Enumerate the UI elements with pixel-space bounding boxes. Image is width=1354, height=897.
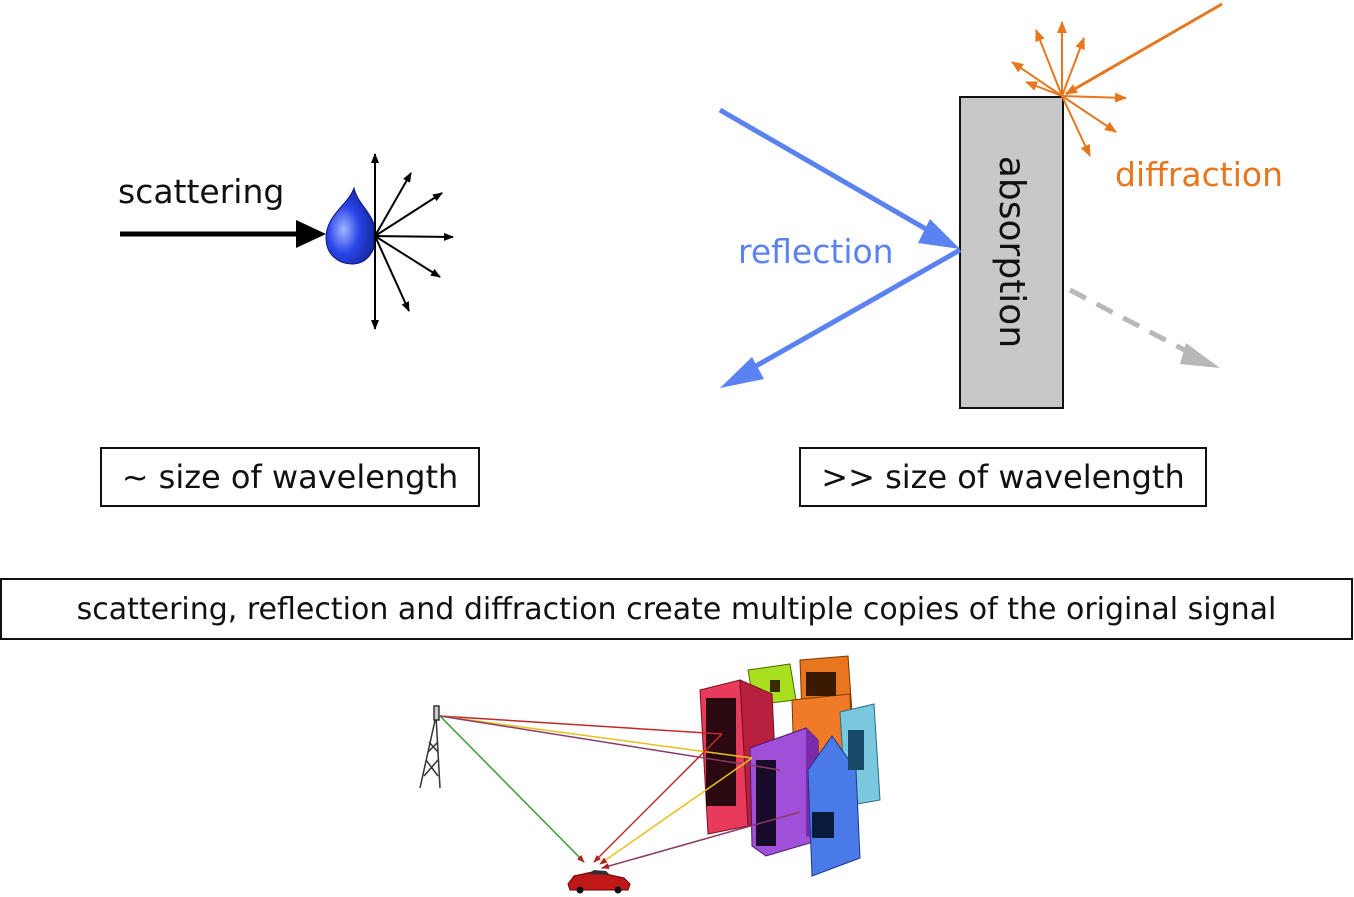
scatter-ray (374, 235, 410, 312)
diffraction-incident-ray (1065, 2, 1223, 96)
diffracted-rays (1011, 21, 1127, 157)
scatter-ray (374, 235, 441, 278)
scatter-ray (374, 172, 412, 237)
reflection-group (718, 2, 1223, 409)
incident-arrow-head (296, 220, 326, 248)
reflection-label: reflection (738, 232, 894, 271)
scattered-rays (371, 153, 454, 330)
transmitter-tower-icon (419, 705, 441, 789)
large-obstacle-caption: >> size of wavelength (799, 447, 1207, 507)
incident-ray-head (918, 219, 960, 249)
city-buildings-icon (699, 655, 881, 877)
absorption-label: absorption (991, 155, 1032, 349)
diffract-ray (1061, 92, 1127, 103)
path-purple-out (439, 715, 781, 771)
diffract-ray (1061, 95, 1091, 157)
diffract-ray (1061, 95, 1117, 133)
path-direct (439, 715, 585, 863)
diffract-ray (1011, 61, 1063, 97)
scatter-ray (374, 192, 443, 237)
absorbing-wall (959, 96, 1064, 409)
scatter-ray (374, 232, 454, 241)
reflected-ray-head (720, 357, 764, 388)
scattering-group (120, 153, 454, 330)
incident-ray (718, 107, 940, 239)
diffract-ray (1035, 29, 1063, 97)
car-receiver-icon (567, 870, 631, 894)
diffract-ray (1061, 37, 1085, 97)
scattering-label: scattering (118, 172, 285, 211)
diffraction-label: diffraction (1115, 155, 1283, 194)
path-red-in (593, 733, 723, 863)
path-yellow-out (439, 715, 753, 759)
reflected-ray (740, 247, 962, 377)
transmitted-ray (1068, 287, 1196, 358)
path-purple-in (601, 811, 801, 869)
small-obstacle-caption: ~ size of wavelength (100, 447, 480, 507)
transmitted-ray-head (1180, 343, 1220, 368)
summary-caption: scattering, reflection and diffraction c… (0, 578, 1353, 640)
diffract-ray (1025, 81, 1063, 97)
path-red-out (439, 715, 723, 735)
multipath-scene (419, 655, 881, 894)
water-drop-icon (325, 186, 377, 265)
signal-paths (439, 715, 801, 869)
path-yellow-in (599, 757, 753, 865)
